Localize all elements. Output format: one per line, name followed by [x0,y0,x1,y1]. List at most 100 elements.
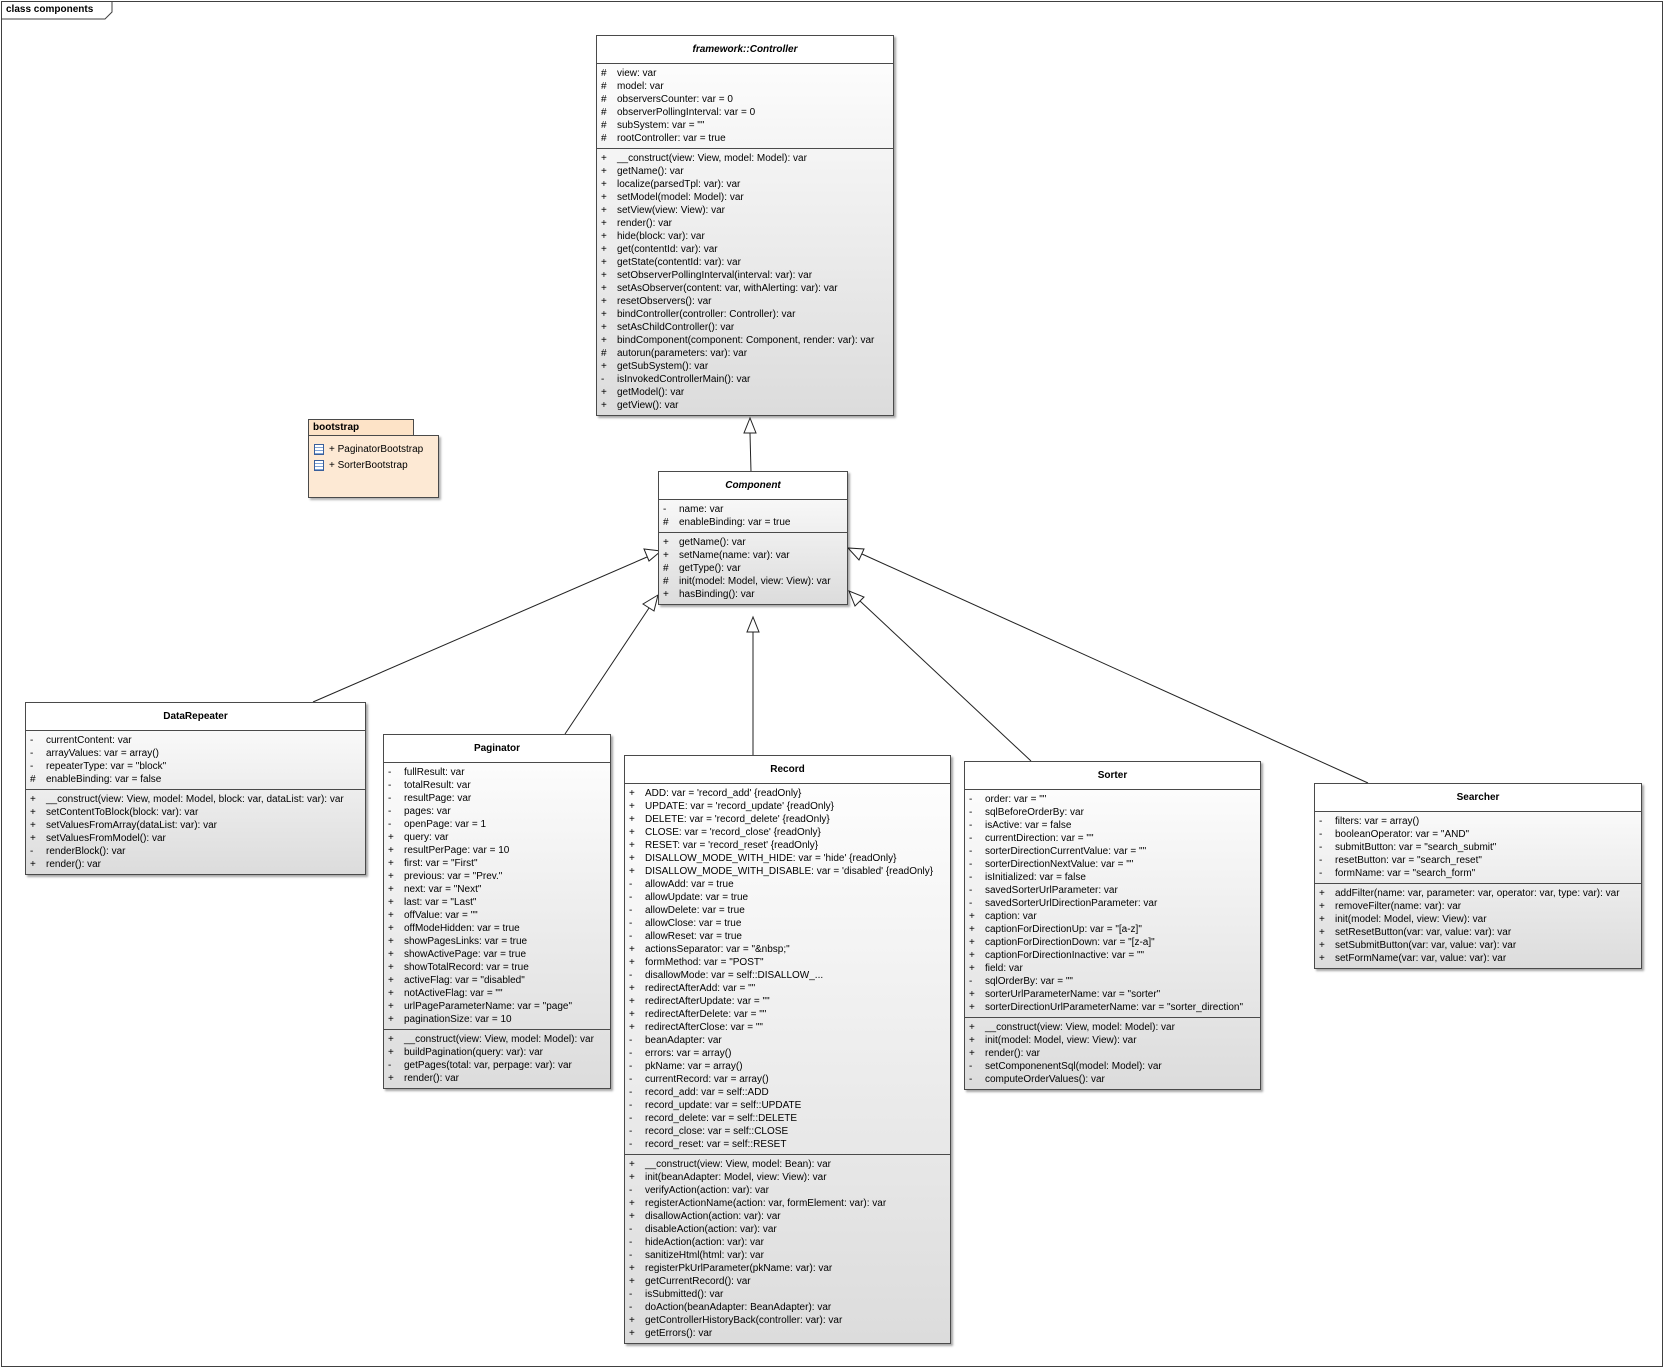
attribute-row[interactable]: #rootController: var = true [597,132,893,145]
operation-row[interactable]: +setResetButton(var: var, value: var): v… [1315,926,1641,939]
attribute-row[interactable]: -sqlOrderBy: var = "" [965,975,1260,988]
attribute-row[interactable]: -fullResult: var [384,766,610,779]
attribute-row[interactable]: +CLOSE: var = 'record_close' {readOnly} [625,826,950,839]
attribute-row[interactable]: +actionsSeparator: var = "&nbsp;" [625,943,950,956]
operation-row[interactable]: -doAction(beanAdapter: BeanAdapter): var [625,1301,950,1314]
operation-row[interactable]: +setContentToBlock(block: var): var [26,806,365,819]
attribute-row[interactable]: +ADD: var = 'record_add' {readOnly} [625,787,950,800]
attribute-row[interactable]: -allowDelete: var = true [625,904,950,917]
attribute-row[interactable]: #observerPollingInterval: var = 0 [597,106,893,119]
attribute-row[interactable]: -sqlBeforeOrderBy: var [965,806,1260,819]
operation-row[interactable]: +getState(contentId: var): var [597,256,893,269]
attribute-row[interactable]: +sorterUrlParameterName: var = "sorter" [965,988,1260,1001]
operation-row[interactable]: +getModel(): var [597,386,893,399]
attribute-row[interactable]: +DISALLOW_MODE_WITH_DISABLE: var = 'disa… [625,865,950,878]
attribute-row[interactable]: -isInitialized: var = false [965,871,1260,884]
attribute-row[interactable]: -record_add: var = self::ADD [625,1086,950,1099]
attribute-row[interactable]: -record_reset: var = self::RESET [625,1138,950,1151]
operation-row[interactable]: +getName(): var [659,536,847,549]
attribute-row[interactable]: +DISALLOW_MODE_WITH_HIDE: var = 'hide' {… [625,852,950,865]
attribute-row[interactable]: -name: var [659,503,847,516]
attribute-row[interactable]: #enableBinding: var = true [659,516,847,529]
operation-row[interactable]: +init(beanAdapter: Model, view: View): v… [625,1171,950,1184]
operation-row[interactable]: +setModel(model: Model): var [597,191,893,204]
attribute-row[interactable]: -filters: var = array() [1315,815,1641,828]
attribute-row[interactable]: +UPDATE: var = 'record_update' {readOnly… [625,800,950,813]
operation-row[interactable]: +bindController(controller: Controller):… [597,308,893,321]
attribute-row[interactable]: +previous: var = "Prev." [384,870,610,883]
operation-row[interactable]: +render(): var [597,217,893,230]
attribute-row[interactable]: +captionForDirectionInactive: var = "" [965,949,1260,962]
attribute-row[interactable]: +offValue: var = "" [384,909,610,922]
attribute-row[interactable]: +first: var = "First" [384,857,610,870]
operation-row[interactable]: +__construct(view: View, model: Model): … [384,1033,610,1046]
operation-row[interactable]: -isInvokedControllerMain(): var [597,373,893,386]
class-sorter[interactable]: Sorter-order: var = ""-sqlBeforeOrderBy:… [964,761,1261,1090]
class-datarepeater[interactable]: DataRepeater-currentContent: var-arrayVa… [25,702,366,875]
attribute-row[interactable]: -submitButton: var = "search_submit" [1315,841,1641,854]
operation-row[interactable]: -disableAction(action: var): var [625,1223,950,1236]
operation-row[interactable]: -sanitizeHtml(html: var): var [625,1249,950,1262]
operation-row[interactable]: +hasBinding(): var [659,588,847,601]
attribute-row[interactable]: +RESET: var = 'record_reset' {readOnly} [625,839,950,852]
operation-row[interactable]: +addFilter(name: var, parameter: var, op… [1315,887,1641,900]
attribute-row[interactable]: -beanAdapter: var [625,1034,950,1047]
operation-row[interactable]: +setView(view: View): var [597,204,893,217]
operation-row[interactable]: +getName(): var [597,165,893,178]
attribute-row[interactable]: -savedSorterUrlParameter: var [965,884,1260,897]
operation-row[interactable]: +localize(parsedTpl: var): var [597,178,893,191]
attribute-row[interactable]: -currentContent: var [26,734,365,747]
attribute-row[interactable]: +offModeHidden: var = true [384,922,610,935]
class-controller[interactable]: framework::Controller#view: var#model: v… [596,35,894,416]
operation-row[interactable]: +bindComponent(component: Component, ren… [597,334,893,347]
attribute-row[interactable]: #model: var [597,80,893,93]
operation-row[interactable]: +setName(name: var): var [659,549,847,562]
attribute-row[interactable]: -allowClose: var = true [625,917,950,930]
attribute-row[interactable]: +formMethod: var = "POST" [625,956,950,969]
attribute-row[interactable]: +redirectAfterClose: var = "" [625,1021,950,1034]
attribute-row[interactable]: #view: var [597,67,893,80]
attribute-row[interactable]: -isActive: var = false [965,819,1260,832]
operation-row[interactable]: +setSubmitButton(var: var, value: var): … [1315,939,1641,952]
package-item-sorterbootstrap[interactable]: + SorterBootstrap [314,458,408,473]
attribute-row[interactable]: +last: var = "Last" [384,896,610,909]
attribute-row[interactable]: +showPagesLinks: var = true [384,935,610,948]
attribute-row[interactable]: -errors: var = array() [625,1047,950,1060]
class-component[interactable]: Component-name: var#enableBinding: var =… [658,471,848,605]
attribute-row[interactable]: +sorterDirectionUrlParameterName: var = … [965,1001,1260,1014]
operation-row[interactable]: +__construct(view: View, model: Model, b… [26,793,365,806]
operation-row[interactable]: +resetObservers(): var [597,295,893,308]
attribute-row[interactable]: +paginationSize: var = 10 [384,1013,610,1026]
operation-row[interactable]: +hide(block: var): var [597,230,893,243]
attribute-row[interactable]: +showTotalRecord: var = true [384,961,610,974]
operation-row[interactable]: +registerActionName(action: var, formEle… [625,1197,950,1210]
attribute-row[interactable]: +showActivePage: var = true [384,948,610,961]
operation-row[interactable]: +render(): var [384,1072,610,1085]
attribute-row[interactable]: -arrayValues: var = array() [26,747,365,760]
attribute-row[interactable]: -sorterDirectionNextValue: var = "" [965,858,1260,871]
attribute-row[interactable]: -allowReset: var = true [625,930,950,943]
attribute-row[interactable]: +redirectAfterDelete: var = "" [625,1008,950,1021]
operation-row[interactable]: -verifyAction(action: var): var [625,1184,950,1197]
operation-row[interactable]: -getPages(total: var, perpage: var): var [384,1059,610,1072]
operation-row[interactable]: +init(model: Model, view: View): var [965,1034,1260,1047]
operation-row[interactable]: +buildPagination(query: var): var [384,1046,610,1059]
attribute-row[interactable]: +redirectAfterAdd: var = "" [625,982,950,995]
operation-row[interactable]: +disallowAction(action: var): var [625,1210,950,1223]
operation-row[interactable]: -computeOrderValues(): var [965,1073,1260,1086]
operation-row[interactable]: +getSubSystem(): var [597,360,893,373]
attribute-row[interactable]: +captionForDirectionUp: var = "[a-z]" [965,923,1260,936]
package-bootstrap-tab[interactable]: bootstrap [308,419,414,436]
attribute-row[interactable]: -record_update: var = self::UPDATE [625,1099,950,1112]
operation-row[interactable]: +__construct(view: View, model: Model): … [965,1021,1260,1034]
attribute-row[interactable]: +field: var [965,962,1260,975]
attribute-row[interactable]: +captionForDirectionDown: var = "[z-a]" [965,936,1260,949]
operation-row[interactable]: +setAsChildController(): var [597,321,893,334]
attribute-row[interactable]: +DELETE: var = 'record_delete' {readOnly… [625,813,950,826]
attribute-row[interactable]: -record_close: var = self::CLOSE [625,1125,950,1138]
attribute-row[interactable]: #subSystem: var = "" [597,119,893,132]
attribute-row[interactable]: -savedSorterUrlDirectionParameter: var [965,897,1260,910]
package-item-paginatorbootstrap[interactable]: + PaginatorBootstrap [314,442,423,457]
operation-row[interactable]: +__construct(view: View, model: Model): … [597,152,893,165]
attribute-row[interactable]: -booleanOperator: var = "AND" [1315,828,1641,841]
